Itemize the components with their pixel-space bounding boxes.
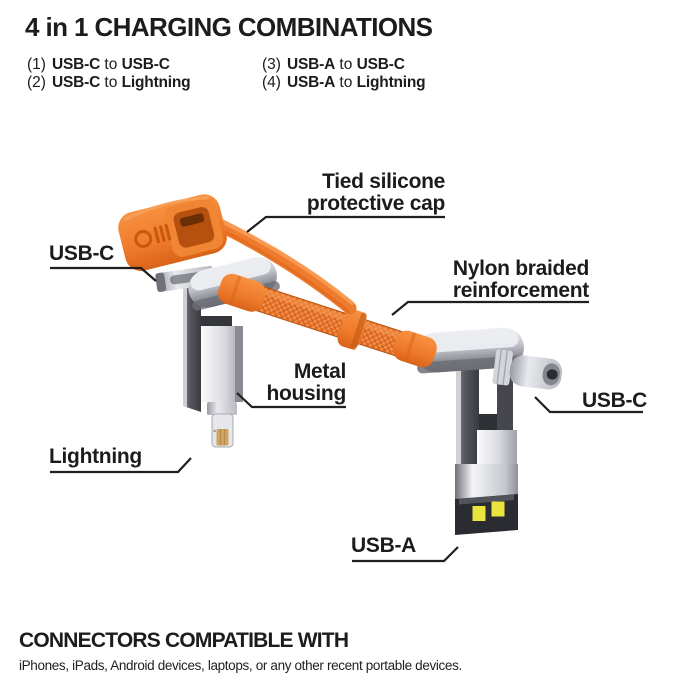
label-metal-housing: Metal housing <box>266 361 346 405</box>
label-line: Tied silicone <box>322 170 445 193</box>
usba-connector <box>455 464 518 535</box>
nylon-braided-cable <box>218 273 437 368</box>
combo-number: (4) <box>262 73 281 91</box>
silicone-cap <box>118 194 227 271</box>
combination-2: (2) USB-C to Lightning <box>27 73 191 92</box>
combo-to: to <box>339 73 353 91</box>
silicone-tie-wrap <box>337 309 367 350</box>
combination-3: (3) USB-A to USB-C <box>262 56 425 74</box>
label-line: Nylon braided <box>452 257 589 280</box>
lightning-connector <box>211 413 234 448</box>
combo-number: (1) <box>27 56 46 73</box>
usbc-connector-right <box>492 349 563 390</box>
leader-line-metal-housing <box>236 392 346 409</box>
label-line: Metal <box>293 360 346 383</box>
leader-line-usbc-left <box>50 266 157 282</box>
leader-line-nylon <box>391 300 589 316</box>
label-line: reinforcement <box>452 279 589 302</box>
combo-number: (2) <box>27 73 46 91</box>
label-nylon-braided: Nylon braided reinforcement <box>453 258 589 302</box>
combination-1: (1) USB-C to USB-C <box>27 56 190 74</box>
combo-number: (3) <box>262 56 281 73</box>
leader-line-usba <box>352 546 459 563</box>
leader-line-cap <box>246 215 445 233</box>
label-usbc-right: USB-C <box>582 389 647 412</box>
metal-housing-left <box>183 282 243 415</box>
label-tied-silicone-cap: Tied silicone protective cap <box>307 171 445 215</box>
combo-connector-a: USB-A <box>287 56 336 73</box>
combo-to: to <box>104 56 118 73</box>
combo-to: to <box>339 56 353 73</box>
leader-line-usbc-right <box>534 396 643 414</box>
combo-connector-b: Lightning <box>356 73 426 91</box>
combo-connector-a: USB-C <box>52 73 101 91</box>
combo-to: to <box>104 73 118 91</box>
label-line: housing <box>266 382 346 405</box>
label-lightning: Lightning <box>49 445 142 468</box>
brand-logo-icon <box>134 224 172 248</box>
combination-list-left: (1) USB-C to USB-C (2) USB-C to Lightning <box>27 56 191 92</box>
combo-connector-b: USB-C <box>121 56 170 73</box>
label-usbc-left: USB-C <box>49 242 114 265</box>
combination-list-right: (3) USB-A to USB-C (4) USB-A to Lightning <box>262 56 426 92</box>
combination-4: (4) USB-A to Lightning <box>262 73 426 92</box>
combo-connector-b: USB-C <box>356 56 405 73</box>
compatibility-title: CONNECTORS COMPATIBLE WITH <box>19 629 349 652</box>
combo-connector-b: Lightning <box>121 73 191 91</box>
compatibility-subtitle: iPhones, iPads, Android devices, laptops… <box>19 658 462 673</box>
leader-line-lightning <box>50 457 192 474</box>
combo-connector-a: USB-A <box>287 73 336 91</box>
label-usba: USB-A <box>351 534 416 557</box>
label-line: protective cap <box>306 192 445 215</box>
combo-connector-a: USB-C <box>52 56 101 73</box>
page-title: 4 in 1 CHARGING COMBINATIONS <box>25 12 433 42</box>
